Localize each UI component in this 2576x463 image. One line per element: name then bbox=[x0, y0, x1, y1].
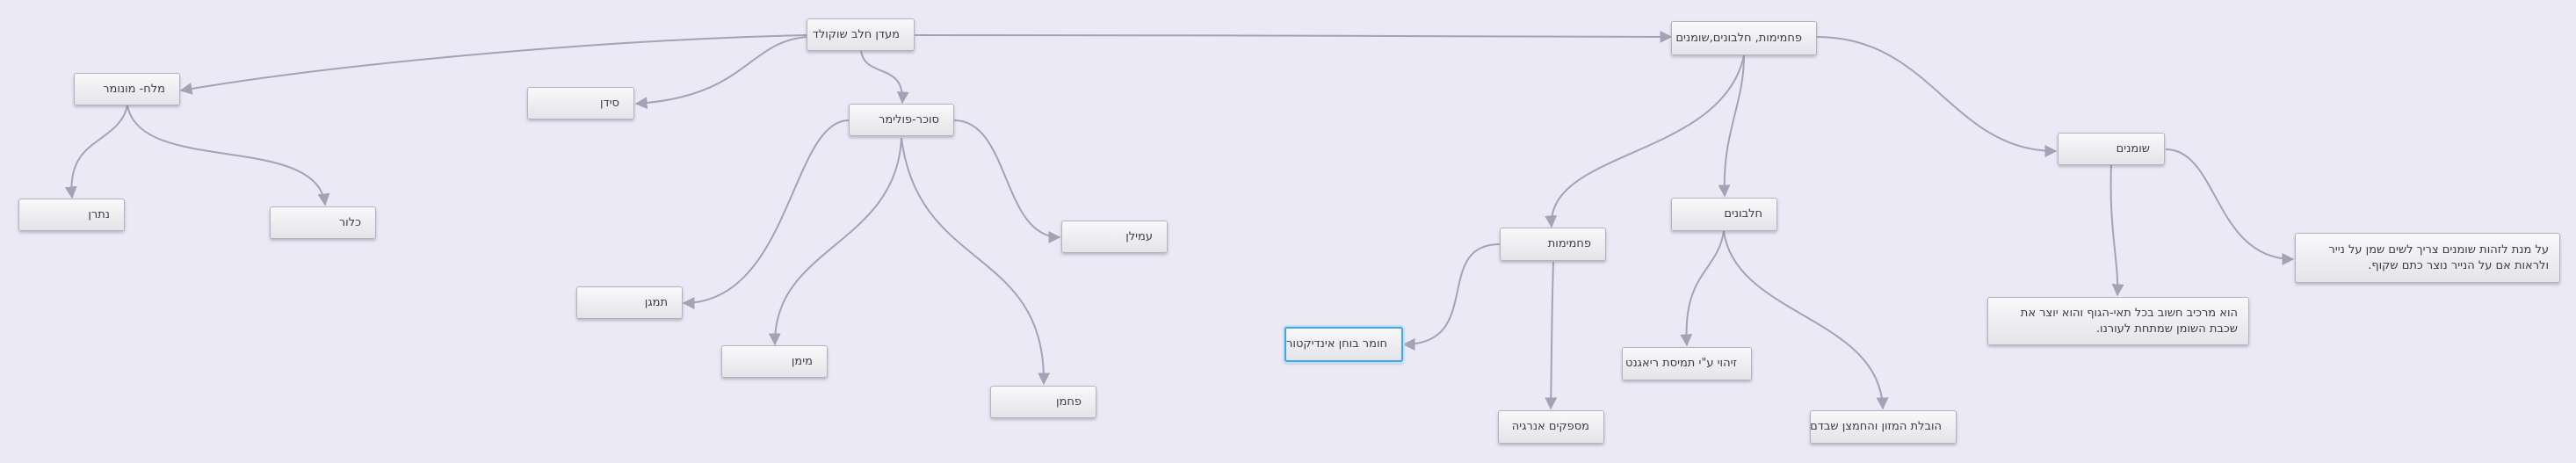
node-energy-label: מספקים אנרגיה bbox=[1511, 420, 1589, 433]
edge-proteins-transport bbox=[1723, 230, 1889, 410]
edge-carbs-indicator bbox=[1402, 243, 1501, 351]
node-glucose-label: תמגן bbox=[644, 295, 668, 309]
node-fats-detail[interactable]: הוא מרכיב חשוב בכל תאי-הגוף והוא יוצר את… bbox=[1987, 297, 2249, 345]
edge-group-fats bbox=[1816, 36, 2058, 157]
edge-carbs-energy bbox=[1545, 261, 1558, 410]
edge-fats-detail bbox=[2109, 164, 2124, 297]
node-chlorine-label: כלור bbox=[338, 215, 361, 229]
node-fats-note[interactable]: על מנת לזהות שומנים צריך לשים שמן על ניי… bbox=[2295, 233, 2560, 283]
node-fats[interactable]: שומנים bbox=[2058, 133, 2165, 165]
edge-sugar-amylose bbox=[953, 119, 1061, 243]
node-proteins-group[interactable]: פחמימות, חלבונים,שומנים bbox=[1671, 21, 1817, 55]
node-carbon-label: פחמן bbox=[1056, 394, 1082, 409]
node-root[interactable]: מעדן חלב שוקולד bbox=[807, 18, 915, 51]
node-sugar-polymer[interactable]: סוכר-פולימר bbox=[849, 104, 954, 136]
node-starch-label: סידן bbox=[600, 96, 619, 110]
node-mimen-label: מימן bbox=[791, 354, 813, 368]
node-biuret-label: זיהוי ע"י תמיסת ריאגנט bbox=[1625, 357, 1737, 370]
edge-sugar-glucose bbox=[682, 119, 850, 309]
node-carbs-label: פחמימות bbox=[1547, 237, 1591, 250]
node-starch[interactable]: סידן bbox=[527, 87, 634, 119]
node-amylose[interactable]: עמילן bbox=[1061, 221, 1168, 253]
node-carbon[interactable]: פחמן bbox=[990, 386, 1096, 418]
node-salt-label: מלח- מונומר bbox=[103, 82, 165, 96]
node-amylose-label: עמילן bbox=[1125, 229, 1153, 243]
edge-group-carbs bbox=[1545, 54, 1745, 228]
edge-root-group bbox=[914, 30, 1673, 43]
edge-sugar-carbon bbox=[901, 137, 1051, 386]
node-fats-detail-label: הוא מרכיב חשוב בכל תאי-הגוף והוא יוצר את… bbox=[2020, 306, 2238, 336]
node-sugar-polymer-label: סוכר-פולימר bbox=[878, 112, 939, 127]
node-indicator[interactable]: חומר בוחן אינדיקטור bbox=[1284, 327, 1403, 362]
edge-root-sugar bbox=[860, 50, 909, 105]
edge-root-starch bbox=[634, 36, 807, 110]
node-sodium[interactable]: נתרן bbox=[18, 199, 125, 231]
edge-salt-chlorine bbox=[127, 105, 330, 206]
edge-group-proteins bbox=[1718, 54, 1745, 198]
edge-sugar-mimen bbox=[768, 137, 902, 346]
node-glucose[interactable]: תמגן bbox=[576, 286, 683, 319]
node-chlorine[interactable]: כלור bbox=[270, 206, 376, 239]
edge-proteins-biuret bbox=[1680, 230, 1725, 347]
edge-salt-sodium bbox=[64, 105, 128, 199]
node-proteins-group-label: פחמימות, חלבונים,שומנים bbox=[1675, 31, 1802, 45]
node-energy[interactable]: מספקים אנרגיה bbox=[1498, 410, 1604, 444]
node-fats-label: שומנים bbox=[2116, 141, 2150, 156]
node-fats-note-label: על מנת לזהות שומנים צריך לשים שמן על ניי… bbox=[2328, 242, 2550, 272]
node-proteins-label: חלבונים bbox=[1724, 207, 1762, 221]
edge-root-salt bbox=[179, 34, 807, 95]
node-mimen[interactable]: מימן bbox=[721, 345, 828, 378]
node-indicator-label: חומר בוחן אינדיקטור bbox=[1286, 337, 1387, 351]
node-sodium-label: נתרן bbox=[88, 207, 110, 221]
node-proteins[interactable]: חלבונים bbox=[1671, 198, 1777, 231]
node-biuret[interactable]: זיהוי ע"י תמיסת ריאגנט bbox=[1622, 347, 1752, 380]
node-transport[interactable]: הובלת המזון והחמצן שבדם bbox=[1810, 410, 1957, 444]
edge-fats-note bbox=[2165, 148, 2295, 265]
node-salt[interactable]: מלח- מונומר bbox=[74, 73, 180, 105]
node-carbs[interactable]: פחמימות bbox=[1500, 228, 1606, 261]
node-root-label: מעדן חלב שוקולד bbox=[812, 27, 900, 41]
node-transport-label: הובלת המזון והחמצן שבדם bbox=[1810, 420, 1942, 433]
